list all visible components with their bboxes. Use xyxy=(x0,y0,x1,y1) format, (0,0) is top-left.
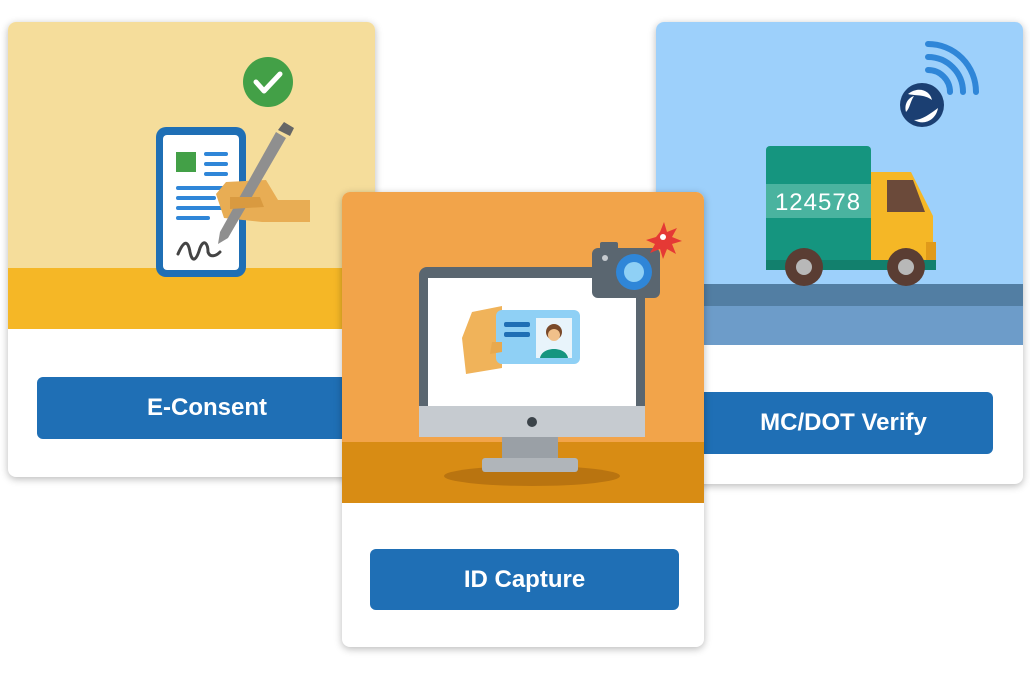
wifi-signal-icon xyxy=(925,41,979,95)
id-capture-button[interactable]: ID Capture xyxy=(370,549,679,610)
id-capture-illustration xyxy=(342,192,704,503)
pen-hand-icon xyxy=(216,122,310,244)
econsent-illustration xyxy=(8,22,375,329)
id-card-icon xyxy=(462,306,580,374)
dot-logo-icon xyxy=(900,83,944,127)
card-mcdot-verify: 124578 MC/DOT Verify xyxy=(656,22,1023,484)
econsent-button[interactable]: E-Consent xyxy=(37,377,375,439)
flash-burst-icon xyxy=(646,222,682,259)
check-badge-icon xyxy=(243,57,293,107)
camera-icon xyxy=(592,242,660,298)
card-id-capture: ID Capture xyxy=(342,192,704,647)
truck-icon xyxy=(766,146,936,286)
truck-number: 124578 xyxy=(775,189,861,216)
card-econsent: E-Consent xyxy=(8,22,375,477)
mcdot-verify-button[interactable]: MC/DOT Verify xyxy=(694,392,993,454)
mcdot-illustration: 124578 xyxy=(656,22,1023,345)
